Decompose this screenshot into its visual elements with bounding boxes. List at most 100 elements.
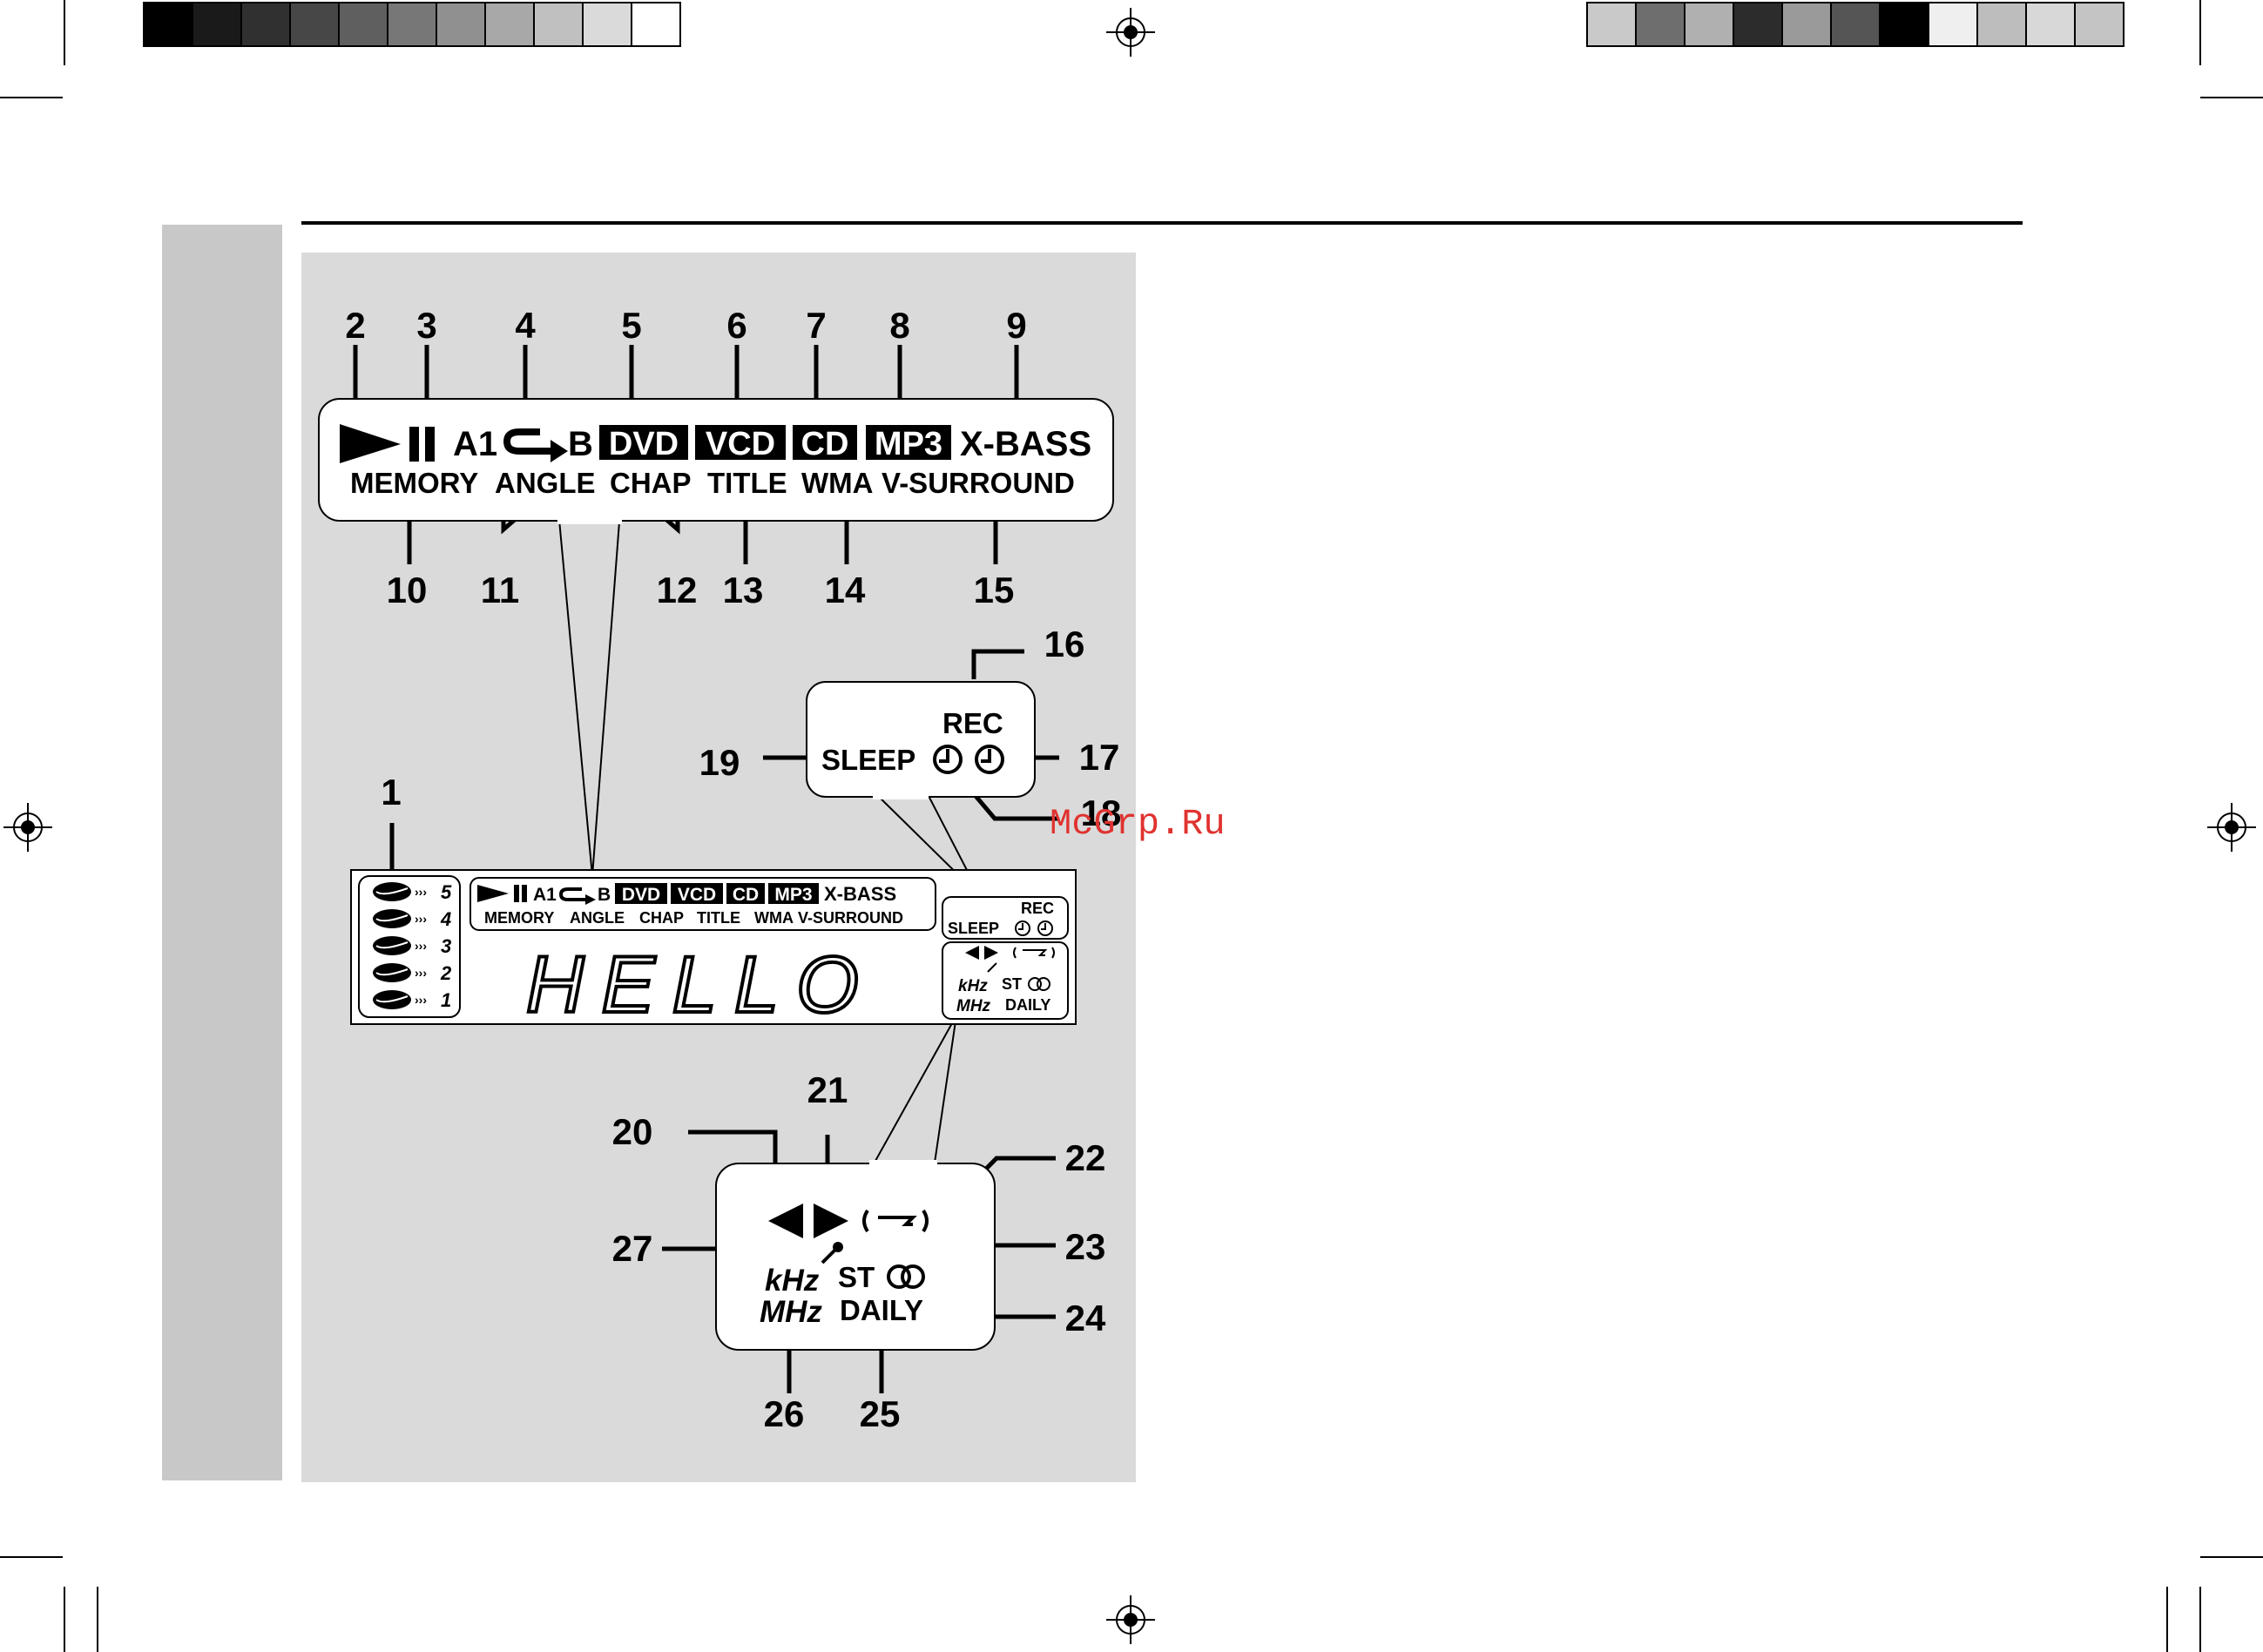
callout-11: 11 [481,570,519,610]
callout-2: 2 [345,305,365,346]
clock-icon [975,745,1004,774]
callout-24: 24 [1065,1298,1106,1338]
tuning-right-icon [984,946,998,960]
top-indicator-balloon: A1 B DVD VCD CD MP3 X-BASS MEMORY ANGLE … [318,398,1114,524]
svg-text:›››: ››› [415,993,427,1007]
callout-9: 9 [1006,305,1026,346]
callout-26: 26 [764,1393,805,1434]
callout-15: 15 [974,570,1015,610]
callout-3: 3 [416,305,436,346]
crosshair-icon [2207,803,2256,852]
crosshair-icon [1106,1595,1155,1644]
chap-label: CHAP [610,467,692,499]
disc-icon [373,909,411,928]
daily-label-small: DAILY [1005,996,1050,1014]
disc-indicator-4: ››› 4 [373,908,451,930]
callout-numbers: 1 2 3 4 5 6 7 8 9 10 11 12 13 14 15 16 1… [345,305,1121,1434]
tuner-balloon: kHz MHz ST DAILY [715,1160,996,1351]
chap-label-small: CHAP [639,909,684,927]
rec-sleep-balloon: REC SLEEP [806,681,1036,799]
rec-label: REC [942,707,1003,739]
side-tab [162,225,282,1480]
rds-icon [1013,947,1055,959]
crosshair-icon [3,803,52,852]
title-label: TITLE [707,467,787,499]
callout-19: 19 [699,742,740,783]
callout-12: 12 [657,570,698,610]
callout-22: 22 [1065,1137,1106,1178]
lcd-display-panel: ››› 5 ››› 4 ››› 3 ››› 2 ››› 1 [350,869,1077,1031]
callout-5: 5 [621,305,641,346]
callout-13: 13 [723,570,764,610]
disc-indicator-3: ››› 3 [373,935,451,957]
daily-label: DAILY [840,1294,923,1326]
lcd-message: HELLO [526,941,876,1029]
callout-14: 14 [825,570,866,610]
clock-icon [1037,920,1053,936]
stereo-icon [887,1264,925,1289]
v-surround-label-small: V-SURROUND [798,909,903,927]
tuned-icon [987,962,997,973]
khz-label: kHz [765,1264,820,1298]
svg-text:›››: ››› [415,939,427,953]
crosshair-icon [1106,8,1155,57]
sleep-label-small: SLEEP [948,920,999,937]
disc-indicator-1: ››› 1 [373,989,451,1011]
tuning-left-icon [768,1204,803,1238]
x-bass-label: X-BASS [960,425,1091,463]
wma-label: WMA [801,467,873,499]
gray-scale-bar [143,2,681,47]
pause-icon [514,885,519,902]
watermark: McGrp.Ru [1050,803,1226,845]
a1-label-small: A1 [533,885,557,905]
cd-label: CD [801,426,849,462]
stereo-icon [1028,977,1050,991]
callout-21: 21 [807,1069,848,1110]
disc-icon [373,963,411,982]
disc-number: 2 [440,962,452,984]
callout-20: 20 [612,1111,653,1152]
callout-23: 23 [1065,1226,1106,1267]
tuning-left-icon [965,946,979,960]
st-label-small: ST [1002,975,1022,993]
disc-icon [373,882,411,901]
mhz-label-small: MHz [956,997,991,1015]
repeat-arrow-icon [503,428,568,462]
wma-label-small: WMA [754,909,794,927]
sleep-label: SLEEP [821,744,915,776]
dvd-label: DVD [609,426,679,462]
callout-18: 18 [1081,792,1122,833]
svg-text:›››: ››› [415,966,427,980]
callout-6: 6 [726,305,746,346]
angle-label-small: ANGLE [570,909,625,927]
disc-indicator-2: ››› 2 [373,962,452,984]
pause-icon [409,427,419,462]
cd-label-small: CD [733,885,759,905]
mp3-label-small: MP3 [774,885,812,905]
tuning-right-icon [814,1204,848,1238]
angle-label: ANGLE [495,467,596,499]
b-label: B [568,425,593,463]
svg-text:›››: ››› [415,912,427,926]
callout-1: 1 [381,772,401,813]
v-surround-label: V-SURROUND [882,467,1075,499]
tuned-icon [821,1242,843,1264]
disc-number: 5 [441,881,452,903]
callout-8: 8 [889,305,909,346]
memory-label-small: MEMORY [484,909,554,927]
clock-icon [1015,920,1030,936]
rec-label-small: REC [1021,900,1054,917]
dvd-label-small: DVD [622,885,660,905]
disc-icon [373,990,411,1009]
callout-25: 25 [860,1393,901,1434]
callout-10: 10 [387,570,428,610]
play-icon [340,424,401,463]
vcd-label: VCD [706,426,775,462]
vcd-label-small: VCD [678,885,716,905]
title-label-small: TITLE [697,909,740,927]
st-label: ST [838,1261,875,1293]
callout-16: 16 [1044,624,1085,664]
disc-number: 1 [441,989,451,1011]
